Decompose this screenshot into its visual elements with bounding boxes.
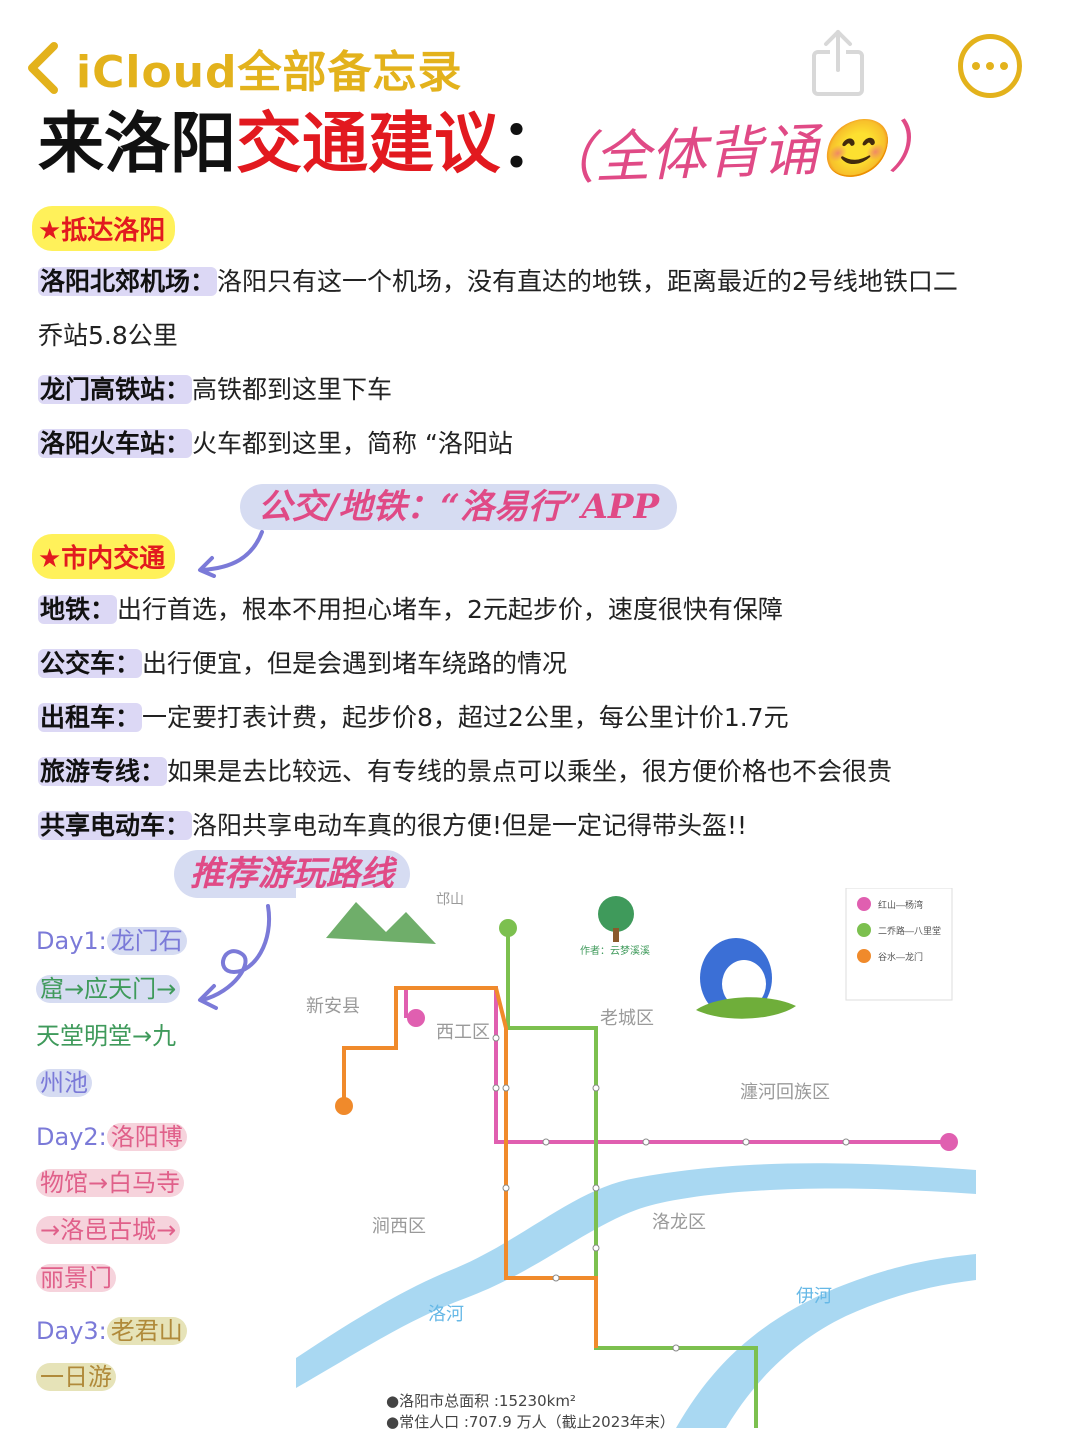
line-text: 出行首选，根本不用担心堵车，2元起步价，速度很快有保障: [117, 595, 783, 624]
line-text: 一定要打表计费，起步价8，超过2公里，每公里计价1.7元: [142, 703, 789, 732]
legend-item: 红山—杨湾: [878, 899, 923, 910]
title-part1: 来洛阳: [38, 105, 236, 182]
metro-line-1: [404, 986, 956, 1144]
mountain-icon: [326, 902, 436, 944]
day-text: 天堂明堂→九: [36, 1022, 177, 1050]
curved-arrow-icon: [198, 530, 264, 578]
day-text: 龙门石: [106, 927, 187, 955]
day-line: Day1:龙门石: [36, 924, 187, 958]
back-label: iCloud全部备忘录: [76, 47, 463, 98]
day-text: 老君山: [106, 1317, 187, 1345]
line-key: 龙门高铁站：: [38, 375, 193, 404]
chevron-left-icon: [28, 42, 58, 94]
metro-map-image: 新安县 西工区 老城区 瀍河回族区 涧西区 洛龙区 邙山 洛河 伊河 作者：云梦…: [296, 888, 976, 1428]
line-key: 洛阳火车站：: [38, 429, 193, 458]
map-footer-population: ●常住人口 :707.9 万人（截止2023年末）: [386, 1413, 675, 1431]
station-terminal: [499, 919, 517, 937]
arrive-line-airport-cont: 乔站5.8公里: [38, 318, 178, 354]
line-text: 洛阳只有这一个机场，没有直达的地铁，距离最近的2号线地铁口二: [217, 267, 958, 296]
day-line: 物馆→白马寺: [36, 1166, 185, 1200]
line-key: 共享电动车：: [38, 811, 193, 840]
map-footer-area: ●洛阳市总面积 :15230km²: [386, 1392, 576, 1410]
day-line: 一日游: [36, 1360, 116, 1394]
day-text: 丽景门: [36, 1264, 116, 1292]
line-key: 出租车：: [38, 703, 143, 732]
district-label: 涧西区: [372, 1216, 426, 1236]
day-line: Day3:老君山: [36, 1314, 187, 1348]
city-line-tour: 旅游专线：如果是去比较远、有专线的景点可以乘坐，很方便价格也不会很贵: [38, 754, 892, 790]
day-prefix: Day2:: [36, 1123, 107, 1151]
river-luohe: [296, 1163, 976, 1388]
city-line-bus: 公交车：出行便宜，但是会遇到堵车绕路的情况: [38, 646, 567, 682]
title-part2: 交通建议: [236, 105, 500, 182]
city-line-ebike: 共享电动车：洛阳共享电动车真的很方便!但是一定记得带头盔!!: [38, 808, 747, 844]
tree-icon: [598, 896, 634, 932]
day-text: 物馆→白马寺: [36, 1169, 185, 1197]
line-key: 公交车：: [38, 649, 143, 678]
river-label: 洛河: [428, 1304, 464, 1324]
legend-item: 谷水—龙门: [878, 951, 923, 962]
district-label: 瀍河回族区: [740, 1082, 830, 1102]
arrive-line-hsr: 龙门高铁站：高铁都到这里下车: [38, 372, 392, 408]
metro-map-svg: 新安县 西工区 老城区 瀍河回族区 涧西区 洛龙区 邙山 洛河 伊河 作者：云梦…: [296, 888, 976, 1428]
city-line-taxi: 出租车：一定要打表计费，起步价8，超过2公里，每公里计价1.7元: [38, 700, 789, 736]
day-text: →洛邑古城→: [36, 1216, 181, 1244]
day-line: 州池: [36, 1066, 92, 1100]
line-text: 如果是去比较远、有专线的景点可以乘坐，很方便价格也不会很贵: [167, 757, 893, 786]
day-line: 窟→应天门→: [36, 972, 181, 1006]
river-label: 伊河: [796, 1286, 832, 1306]
day-text: 一日游: [36, 1363, 116, 1391]
day-line: Day2:洛阳博: [36, 1120, 187, 1154]
line-key: 洛阳北郊机场：: [38, 267, 218, 296]
share-icon[interactable]: [808, 28, 868, 98]
arrive-line-airport: 洛阳北郊机场：洛阳只有这一个机场，没有直达的地铁，距离最近的2号线地铁口二: [38, 264, 958, 300]
station-terminal: [407, 1009, 425, 1027]
district-label: 洛龙区: [652, 1212, 706, 1232]
district-label: 新安县: [306, 996, 360, 1016]
day-prefix: Day1:: [36, 927, 107, 955]
line-text: 乔站5.8公里: [38, 321, 178, 350]
line-text: 火车都到这里，简称 “洛阳站: [192, 429, 513, 458]
curved-arrow-icon: [198, 904, 272, 1010]
day-text: 窟→应天门→: [36, 975, 181, 1003]
arrive-line-train: 洛阳火车站：火车都到这里，简称 “洛阳站: [38, 426, 513, 462]
app-handwritten-note: 公交/地铁：“洛易行”APP: [240, 484, 678, 530]
district-label: 邙山: [436, 891, 464, 907]
day-prefix: Day3:: [36, 1317, 107, 1345]
city-line-metro: 地铁：出行首选，根本不用担心堵车，2元起步价，速度很快有保障: [38, 592, 783, 628]
day-line: 丽景门: [36, 1261, 116, 1295]
back-button[interactable]: iCloud全部备忘录: [22, 36, 463, 100]
station-terminal: [335, 1097, 353, 1115]
more-options-button[interactable]: [958, 34, 1022, 98]
river-yihe: [676, 1254, 976, 1428]
district-label: 西工区: [436, 1022, 490, 1042]
metro-line-3: [342, 986, 598, 1348]
line-key: 地铁：: [38, 595, 118, 624]
top-navigation-bar: iCloud全部备忘录: [0, 0, 1080, 110]
station-terminal: [940, 1133, 958, 1151]
note-title: 来洛阳交通建议：: [38, 104, 566, 184]
day-line: 天堂明堂→九: [36, 1019, 176, 1053]
day-text: 州池: [36, 1069, 92, 1097]
district-label: 老城区: [600, 1008, 654, 1028]
more-icon-dot: [1000, 62, 1008, 70]
section-tag-city: ★市内交通: [32, 534, 176, 579]
more-icon-dot: [986, 62, 994, 70]
day-text: 洛阳博: [106, 1123, 187, 1151]
title-colon: ：: [500, 105, 566, 182]
line-key: 旅游专线：: [38, 757, 168, 786]
legend-item: 二乔路—八里堂: [878, 925, 941, 936]
more-icon-dot: [972, 62, 980, 70]
line-text: 洛阳共享电动车真的很方便!但是一定记得带头盔!!: [192, 811, 748, 840]
handwritten-title-note: （全体背诵😊）: [537, 113, 945, 194]
map-author: 作者：云梦溪溪: [580, 945, 650, 957]
line-text: 高铁都到这里下车: [192, 375, 393, 404]
line-text: 出行便宜，但是会遇到堵车绕路的情况: [142, 649, 568, 678]
day-line: →洛邑古城→: [36, 1213, 181, 1247]
section-tag-arrive: ★抵达洛阳: [32, 206, 176, 251]
